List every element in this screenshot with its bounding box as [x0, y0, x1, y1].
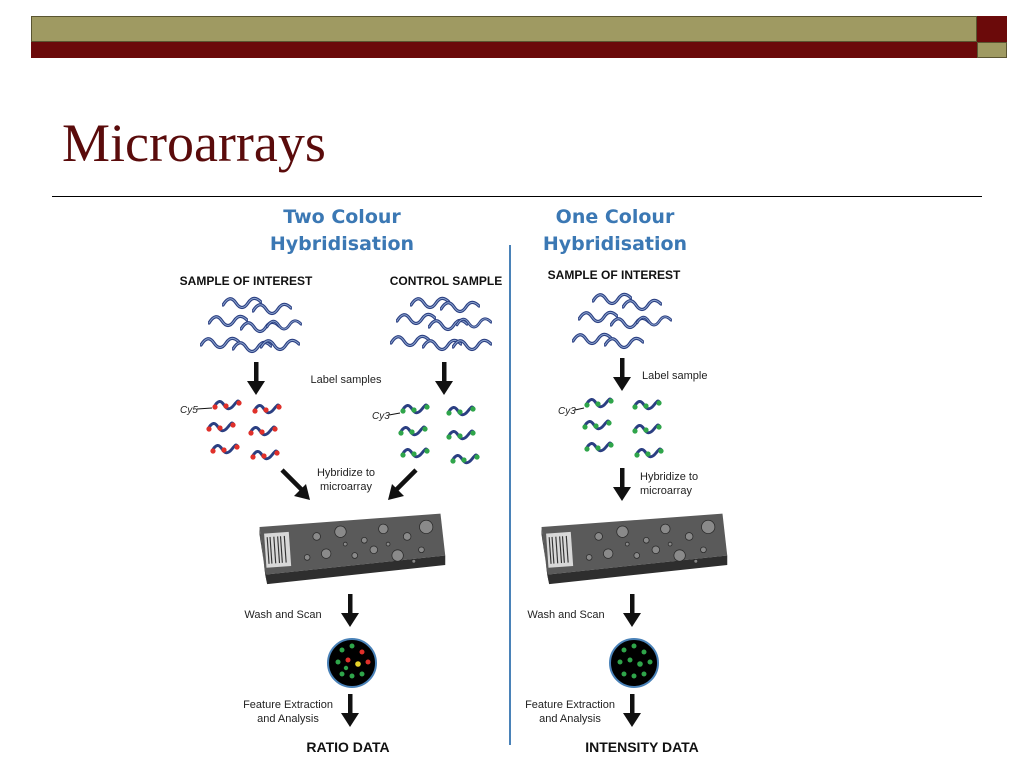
bar-corner-maroon	[977, 16, 1007, 42]
arrow-down-icon	[341, 694, 359, 727]
bar-olive-stripe	[31, 16, 977, 42]
arrow-down-icon	[435, 362, 453, 395]
one-colour-label-step: Label sample	[642, 370, 707, 382]
two-colour-hybridize-line2: microarray	[320, 481, 372, 493]
arrow-down-icon	[247, 362, 265, 395]
one-colour-heading-line1: One Colour	[556, 206, 675, 228]
arrow-down-icon	[613, 468, 631, 501]
microarray-chip-two-colour	[258, 513, 446, 585]
one-colour-feature-line2: and Analysis	[539, 713, 601, 725]
diagonal-arrow-icon	[280, 468, 310, 500]
one-colour-hybridize-line2: microarray	[640, 485, 692, 497]
one-colour-sample-of-interest: SAMPLE OF INTEREST	[548, 268, 681, 282]
two-colour-feature-line2: and Analysis	[257, 713, 319, 725]
scan-result-ratio	[327, 638, 377, 688]
two-colour-feature-line1: Feature Extraction	[243, 699, 333, 711]
microarray-chip-one-colour	[540, 513, 728, 585]
arrow-down-icon	[613, 358, 631, 391]
cy3-labelled-strands-one-colour	[582, 396, 664, 460]
title-underline	[52, 196, 982, 197]
bar-maroon-stripe	[31, 42, 977, 58]
slide-title: Microarrays	[62, 113, 326, 173]
two-colour-sample-of-interest: SAMPLE OF INTEREST	[180, 274, 313, 288]
one-colour-hybridize-line1: Hybridize to	[640, 471, 698, 483]
ratio-data-label: RATIO DATA	[306, 739, 389, 755]
diagonal-arrow-icon	[388, 468, 418, 500]
cy3-labelled-strands-two-colour	[398, 402, 480, 466]
two-colour-hybridize-line1: Hybridize to	[317, 467, 375, 479]
bar-corner-olive	[977, 42, 1007, 58]
arrow-down-icon	[623, 594, 641, 627]
cy5-labelled-strands	[206, 398, 282, 462]
one-colour-wash-scan: Wash and Scan	[527, 609, 604, 621]
sample-of-interest-strands	[200, 296, 302, 354]
two-colour-heading-line1: Two Colour	[283, 206, 401, 228]
arrow-down-icon	[623, 694, 641, 727]
cy3-label-one-colour: Cy3	[558, 406, 576, 417]
two-colour-heading-line2: Hybridisation	[270, 233, 414, 255]
title-bar-decoration	[31, 16, 1007, 58]
cy3-label-two-colour: Cy3	[372, 411, 390, 422]
two-colour-wash-scan: Wash and Scan	[244, 609, 321, 621]
two-colour-control-sample: CONTROL SAMPLE	[390, 274, 502, 288]
one-colour-feature-line1: Feature Extraction	[525, 699, 615, 711]
two-colour-label-step: Label samples	[311, 374, 382, 386]
cy5-label: Cy5	[180, 405, 198, 416]
intensity-data-label: INTENSITY DATA	[585, 739, 699, 755]
one-colour-heading-line2: Hybridisation	[543, 233, 687, 255]
scan-result-intensity	[609, 638, 659, 688]
control-sample-strands	[390, 296, 492, 352]
one-colour-sample-strands	[572, 292, 672, 350]
arrow-down-icon	[341, 594, 359, 627]
